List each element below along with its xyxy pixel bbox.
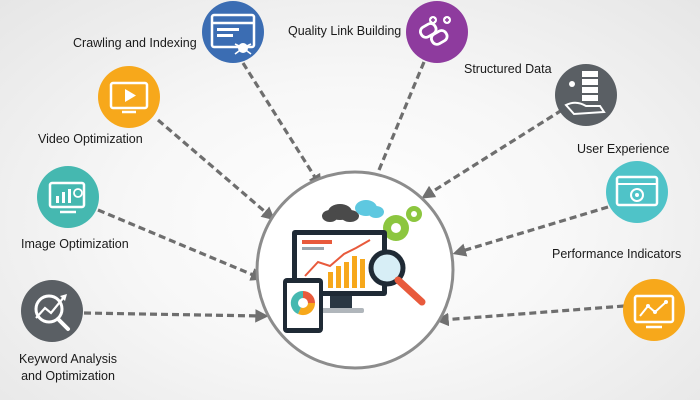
image-label: Image Optimization bbox=[21, 237, 129, 251]
arrow-structured-data bbox=[421, 108, 563, 199]
ux-browser-icon bbox=[606, 161, 668, 223]
seo-analytics-hub-icon bbox=[255, 170, 455, 370]
chain-link-icon bbox=[406, 1, 468, 63]
structured-data-label: Structured Data bbox=[464, 62, 552, 76]
video-monitor-icon bbox=[98, 66, 160, 128]
arrow-performance bbox=[435, 304, 625, 327]
arrow-crawling bbox=[241, 62, 322, 188]
video-label: Video Optimization bbox=[38, 132, 143, 146]
arrow-user-experience bbox=[452, 205, 609, 257]
monitor-chart-icon bbox=[37, 166, 99, 228]
user-experience-label: User Experience bbox=[577, 142, 670, 156]
performance-monitor-icon bbox=[623, 279, 685, 341]
magnifier-trend-icon bbox=[21, 280, 83, 342]
keyword-label-line2: and Optimization bbox=[21, 369, 115, 383]
link-building-label: Quality Link Building bbox=[288, 24, 402, 38]
arrow-image bbox=[97, 208, 265, 281]
keyword-label: Keyword Analysis and Optimization bbox=[8, 351, 128, 385]
arrow-link-building bbox=[370, 61, 426, 189]
crawling-label: Crawling and Indexing bbox=[73, 36, 197, 50]
performance-label: Performance Indicators bbox=[552, 247, 682, 261]
structured-data-hand-icon bbox=[555, 64, 617, 126]
keyword-label-line1: Keyword Analysis bbox=[19, 352, 117, 366]
arrow-video bbox=[156, 118, 276, 221]
arrow-keyword bbox=[83, 309, 269, 323]
browser-spider-icon bbox=[202, 1, 264, 63]
